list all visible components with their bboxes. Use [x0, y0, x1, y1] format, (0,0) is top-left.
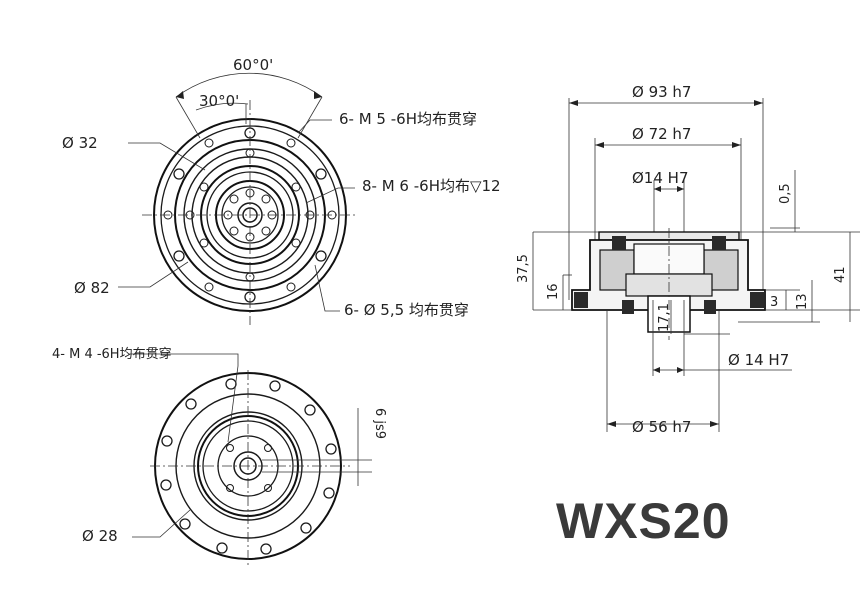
- inner-holes: [223, 188, 277, 242]
- hole-label: 6- Ø 5,5 均布贯穿: [344, 301, 469, 319]
- h-41-label: 41: [833, 266, 848, 283]
- dia-14-bottom-label: Ø 14 H7: [728, 351, 789, 369]
- h-171-label: 17,1: [657, 303, 672, 332]
- back-inner-holes: [226, 444, 272, 492]
- model-title: WXS20: [556, 493, 731, 549]
- thread-label-2: 8- M 6 -6H均布▽12: [362, 177, 501, 195]
- h-16-label: 16: [546, 283, 561, 300]
- back-tol-label: 6 js9: [372, 408, 387, 439]
- thread-label-1: 6- M 5 -6H均布贯穿: [339, 110, 477, 128]
- back-outer-holes: [160, 378, 337, 555]
- dia-14-top-label: Ø14 H7: [632, 169, 688, 187]
- dia-outer-label: Ø 82: [74, 279, 110, 297]
- section-body: [571, 228, 766, 340]
- middle-holes: [185, 148, 315, 282]
- outer-holes: [163, 127, 337, 303]
- h-05-label: 0,5: [778, 183, 793, 204]
- h-3-label: 3: [770, 295, 778, 310]
- dia-inner-label: Ø 32: [62, 134, 98, 152]
- h-13-label: 13: [795, 293, 810, 310]
- dia-56-label: Ø 56 h7: [632, 418, 691, 436]
- angle-inner-label: 30°0': [199, 92, 239, 110]
- back-thread-label: 4- M 4 -6H均布贯穿: [52, 346, 172, 362]
- back-view: 4- M 4 -6H均布贯穿 Ø 28 6 js9: [52, 346, 387, 565]
- angle-outer-label: 60°0': [233, 56, 273, 74]
- h-375-label: 37,5: [516, 254, 531, 283]
- dia-72-label: Ø 72 h7: [632, 125, 691, 143]
- section-view: Ø 93 h7 Ø 72 h7 Ø14 H7 Ø 14 H7 Ø 56 h7 0…: [516, 83, 860, 436]
- back-dia-label: Ø 28: [82, 527, 118, 545]
- front-view: 60°0' 30°0' 6- M 5 -6H均布贯穿 8- M 6 -6H均布▽…: [62, 56, 501, 325]
- dia-93-label: Ø 93 h7: [632, 83, 691, 101]
